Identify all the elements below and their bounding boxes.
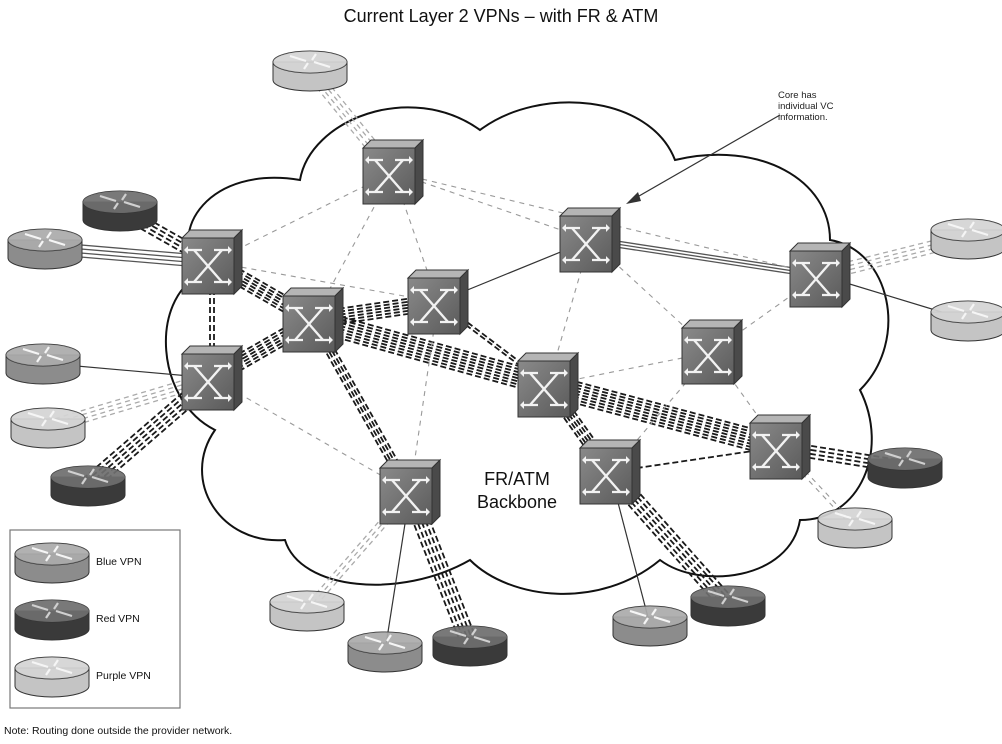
atm-switch-icon xyxy=(180,228,244,296)
router-icon xyxy=(14,599,90,641)
diagram-title: Current Layer 2 VPNs – with FR & ATM xyxy=(343,6,659,26)
vc-link-89 xyxy=(547,385,780,450)
router-icon xyxy=(7,228,83,270)
vc-link-68 xyxy=(313,314,550,382)
router-icon xyxy=(82,190,158,232)
vc-link-105 xyxy=(589,239,713,353)
atm-switch-icon xyxy=(281,286,345,354)
annotation-line-3: information. xyxy=(778,112,828,123)
atm-switch-icon xyxy=(180,344,244,412)
vc-link-98 xyxy=(589,242,820,279)
backbone-label: FR/ATM Backbone xyxy=(462,468,572,514)
router-icon xyxy=(14,656,90,698)
annotation-line-2: individual VC xyxy=(778,101,834,112)
vc-link-88 xyxy=(548,382,781,447)
vc-link-73 xyxy=(309,329,546,396)
atm-switch-icon xyxy=(748,413,812,481)
router-icon xyxy=(5,343,81,385)
atm-switch-icon xyxy=(788,241,852,309)
router-icon xyxy=(269,590,345,632)
nodes-layer xyxy=(5,50,1002,673)
vc-link-71 xyxy=(311,323,548,391)
router-icon xyxy=(690,585,766,627)
vc-link-72 xyxy=(310,326,547,394)
router-icon xyxy=(930,218,1002,260)
vc-link-92 xyxy=(545,394,778,459)
router-icon xyxy=(347,631,423,673)
router-icon xyxy=(817,507,893,549)
backbone-label-line-2: Backbone xyxy=(476,492,558,512)
vc-link-67 xyxy=(314,311,551,379)
annotation-arrow xyxy=(631,114,781,201)
vc-link-86 xyxy=(549,376,783,441)
vc-link-103 xyxy=(392,171,591,241)
legend-label-red: Red VPN xyxy=(96,613,140,625)
router-icon xyxy=(10,407,86,449)
vc-link-90 xyxy=(546,388,780,453)
router-icon xyxy=(612,605,688,647)
annotation-line-1: Core has xyxy=(778,90,817,101)
vc-link-104 xyxy=(392,171,821,276)
legend-label-blue: Blue VPN xyxy=(96,556,142,568)
vc-link-109 xyxy=(547,351,713,386)
router-icon xyxy=(867,447,943,489)
router-icon xyxy=(930,300,1002,342)
vc-link-91 xyxy=(545,391,779,456)
annotation-arrowhead xyxy=(626,192,641,204)
atm-switch-icon xyxy=(378,458,442,526)
vc-link-69 xyxy=(313,317,549,385)
legend-label-purple: Purple VPN xyxy=(96,670,151,682)
atm-switch-icon xyxy=(406,268,470,336)
vc-link-108 xyxy=(211,377,411,493)
router-icon xyxy=(14,542,90,584)
vc-link-113 xyxy=(211,261,439,303)
atm-switch-icon xyxy=(680,318,744,386)
atm-switch-icon xyxy=(361,138,425,206)
router-icon xyxy=(432,625,508,667)
router-icon xyxy=(50,465,126,507)
atm-switch-icon xyxy=(558,206,622,274)
vc-link-87 xyxy=(548,379,782,444)
vc-link-97 xyxy=(589,239,821,276)
core-annotation: Core has individual VC information. xyxy=(778,90,868,123)
atm-switch-icon xyxy=(516,351,580,419)
router-icon xyxy=(272,50,348,92)
atm-switch-icon xyxy=(578,438,642,506)
legend-icons xyxy=(14,542,90,698)
vc-link-66 xyxy=(315,309,552,376)
backbone-label-line-1: FR/ATM xyxy=(484,469,550,489)
footnote: Note: Routing done outside the provider … xyxy=(4,725,233,737)
